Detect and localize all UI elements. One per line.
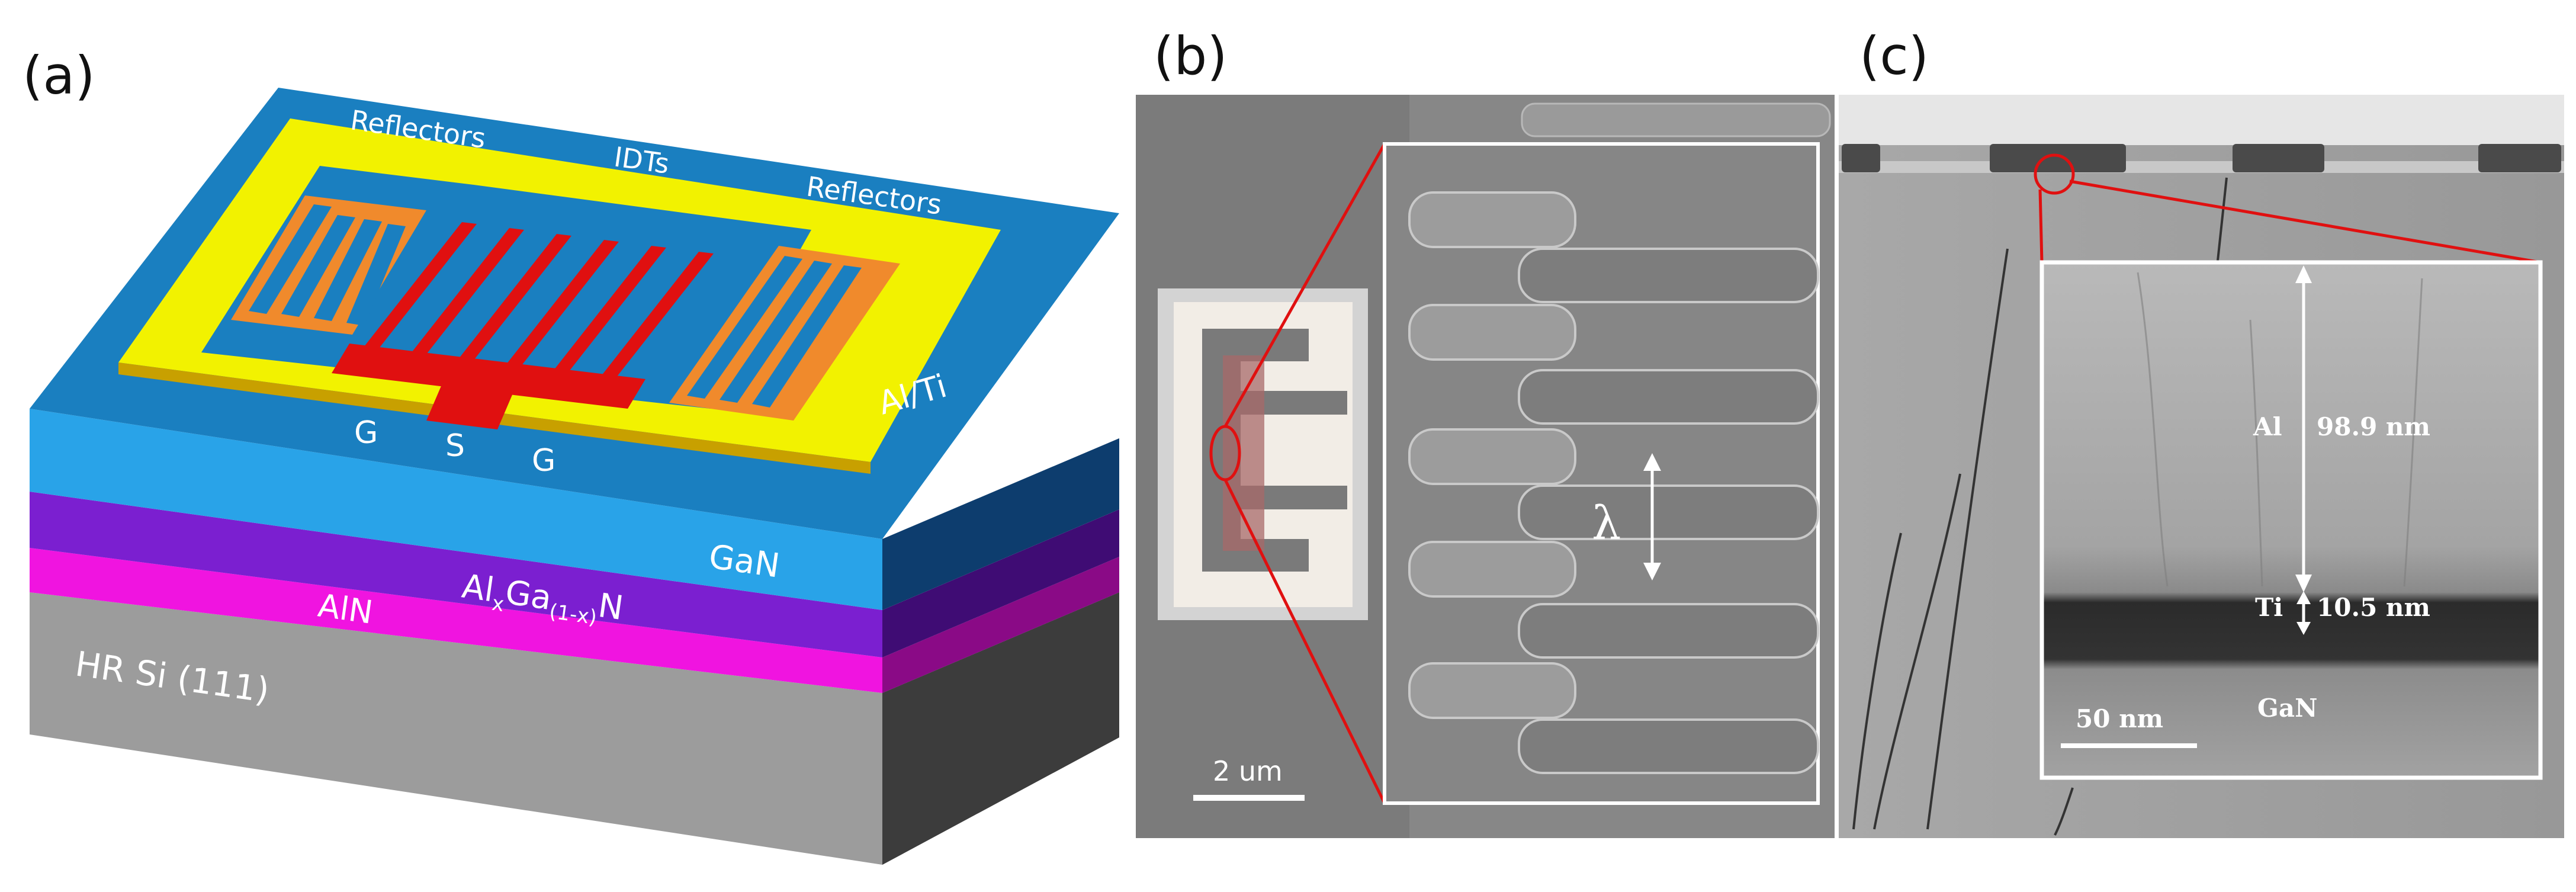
- panel-b: (b): [1136, 25, 1835, 838]
- panel-c: (c): [1839, 25, 2564, 838]
- si-substrate: [30, 592, 1119, 865]
- tem-dislocations: [1852, 177, 2228, 836]
- aln-layer-side: [882, 557, 1119, 693]
- panel-b-label: (b): [1154, 25, 1228, 86]
- zoom-line-bottom: [1223, 479, 1386, 804]
- al-thickness-label: 98.9 nm: [2317, 412, 2430, 441]
- wavelength-label: λ: [1592, 497, 1621, 550]
- device-overview-idt: [1223, 355, 1264, 551]
- zoom-line-top: [1223, 143, 1386, 428]
- signal-label: S: [445, 428, 465, 464]
- tem-zoom-line-right: [2069, 179, 2541, 264]
- reflector-right: [669, 246, 900, 421]
- wavelength-arrowhead-top: [1643, 453, 1661, 471]
- tem-zoom-line-left: [2038, 189, 2044, 263]
- gan-substrate-label: GaN: [2257, 694, 2317, 723]
- ti-arrowhead-top: [2296, 591, 2311, 604]
- ground-label-left: G: [354, 415, 378, 451]
- panel-c-label: (c): [1859, 25, 1929, 86]
- tem-inset: [2039, 260, 2543, 780]
- reflector-left: [231, 195, 426, 335]
- signal-pad: [426, 379, 515, 429]
- idt-bus-bar: [332, 344, 645, 409]
- panel-divider: [1835, 95, 1839, 838]
- algan-label: AlxGa(1-x)N: [459, 567, 626, 633]
- aln-label: AlN: [316, 586, 375, 631]
- gan-layer-front: [30, 409, 882, 610]
- ti-thickness-label: 10.5 nm: [2317, 593, 2430, 622]
- idts-label: IDTs: [612, 140, 671, 179]
- ground-label-right: G: [532, 443, 555, 479]
- ti-arrowhead-bottom: [2296, 622, 2311, 635]
- panel-b-scale-bar: [1193, 795, 1305, 801]
- si-substrate-side: [882, 592, 1119, 865]
- gan-layer-side: [882, 438, 1119, 610]
- wavelength-arrowhead-bottom: [1643, 563, 1661, 580]
- sem-top-fingers: [1521, 102, 1831, 137]
- al-arrowhead-top: [2295, 265, 2312, 283]
- ti-label: Ti: [2255, 593, 2283, 622]
- algan-layer: [30, 492, 882, 657]
- al-label: Al: [2253, 412, 2282, 441]
- tem-electrodes: [1842, 144, 2561, 172]
- idt-fingers: [364, 222, 714, 378]
- al-arrowhead-bottom: [2295, 575, 2312, 592]
- aln-layer: [30, 548, 882, 693]
- tem-inset-grain: [2137, 272, 2423, 587]
- algan-layer-side: [882, 509, 1119, 657]
- panel-b-scale-label: 2 um: [1213, 755, 1283, 787]
- panel-a-label: (a): [23, 45, 95, 106]
- panel-c-scale-label: 50 nm: [2076, 704, 2163, 733]
- tem-surface-line: [1839, 161, 2564, 173]
- tem-zoom-circle: [2034, 153, 2075, 195]
- zoomed-fingers: [1408, 191, 1819, 774]
- panel-c-scale-bar: [2061, 743, 2197, 748]
- panel-a: (a): [23, 45, 1119, 865]
- tem-top-region: [1839, 95, 2564, 145]
